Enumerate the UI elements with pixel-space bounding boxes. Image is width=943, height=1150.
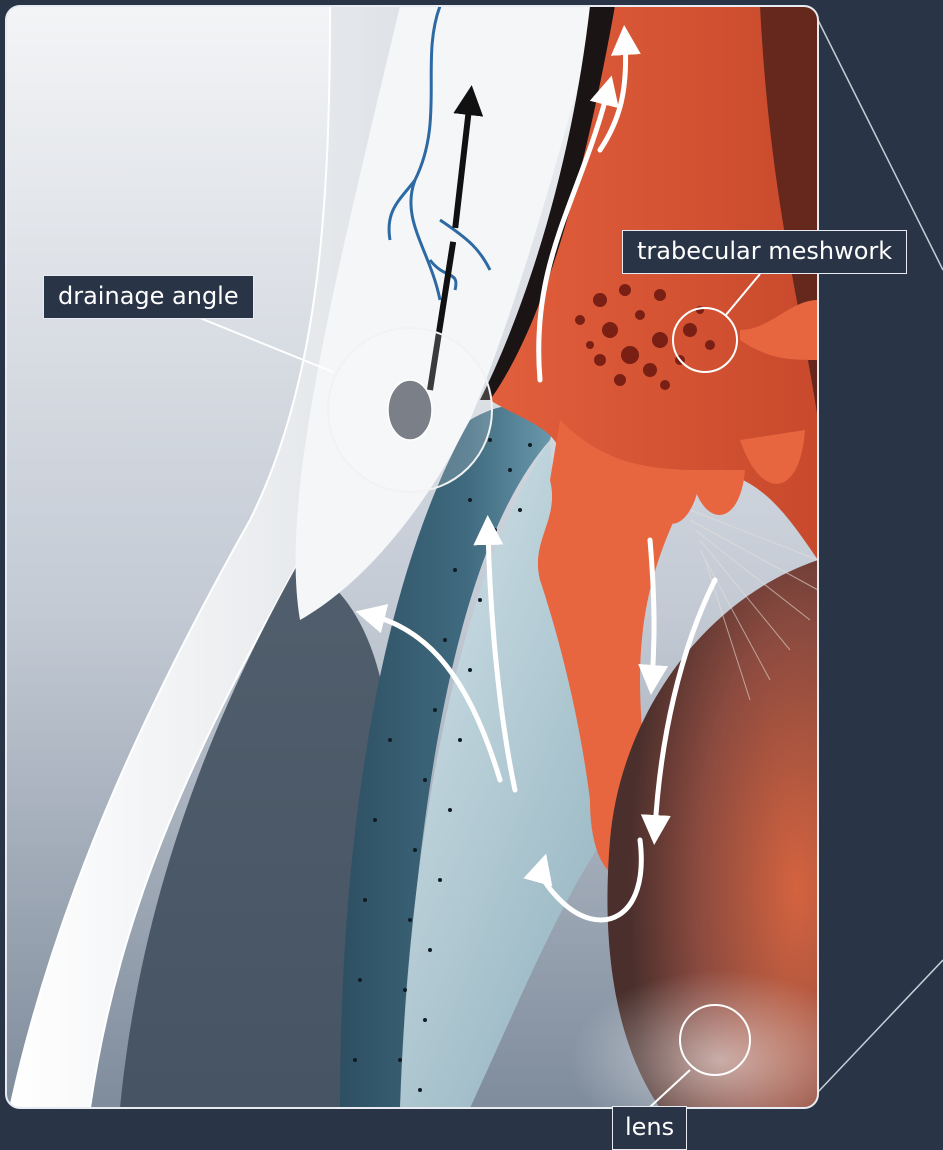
trabecular-meshwork-label: trabecular meshwork [622, 230, 907, 274]
lens-label: lens [612, 1106, 687, 1150]
zoom-guide-bottom [818, 960, 943, 1092]
drainage-angle-label: drainage angle [43, 275, 254, 319]
illustration-panel [6, 6, 870, 1146]
drainage-angle-magnifier [328, 328, 492, 492]
